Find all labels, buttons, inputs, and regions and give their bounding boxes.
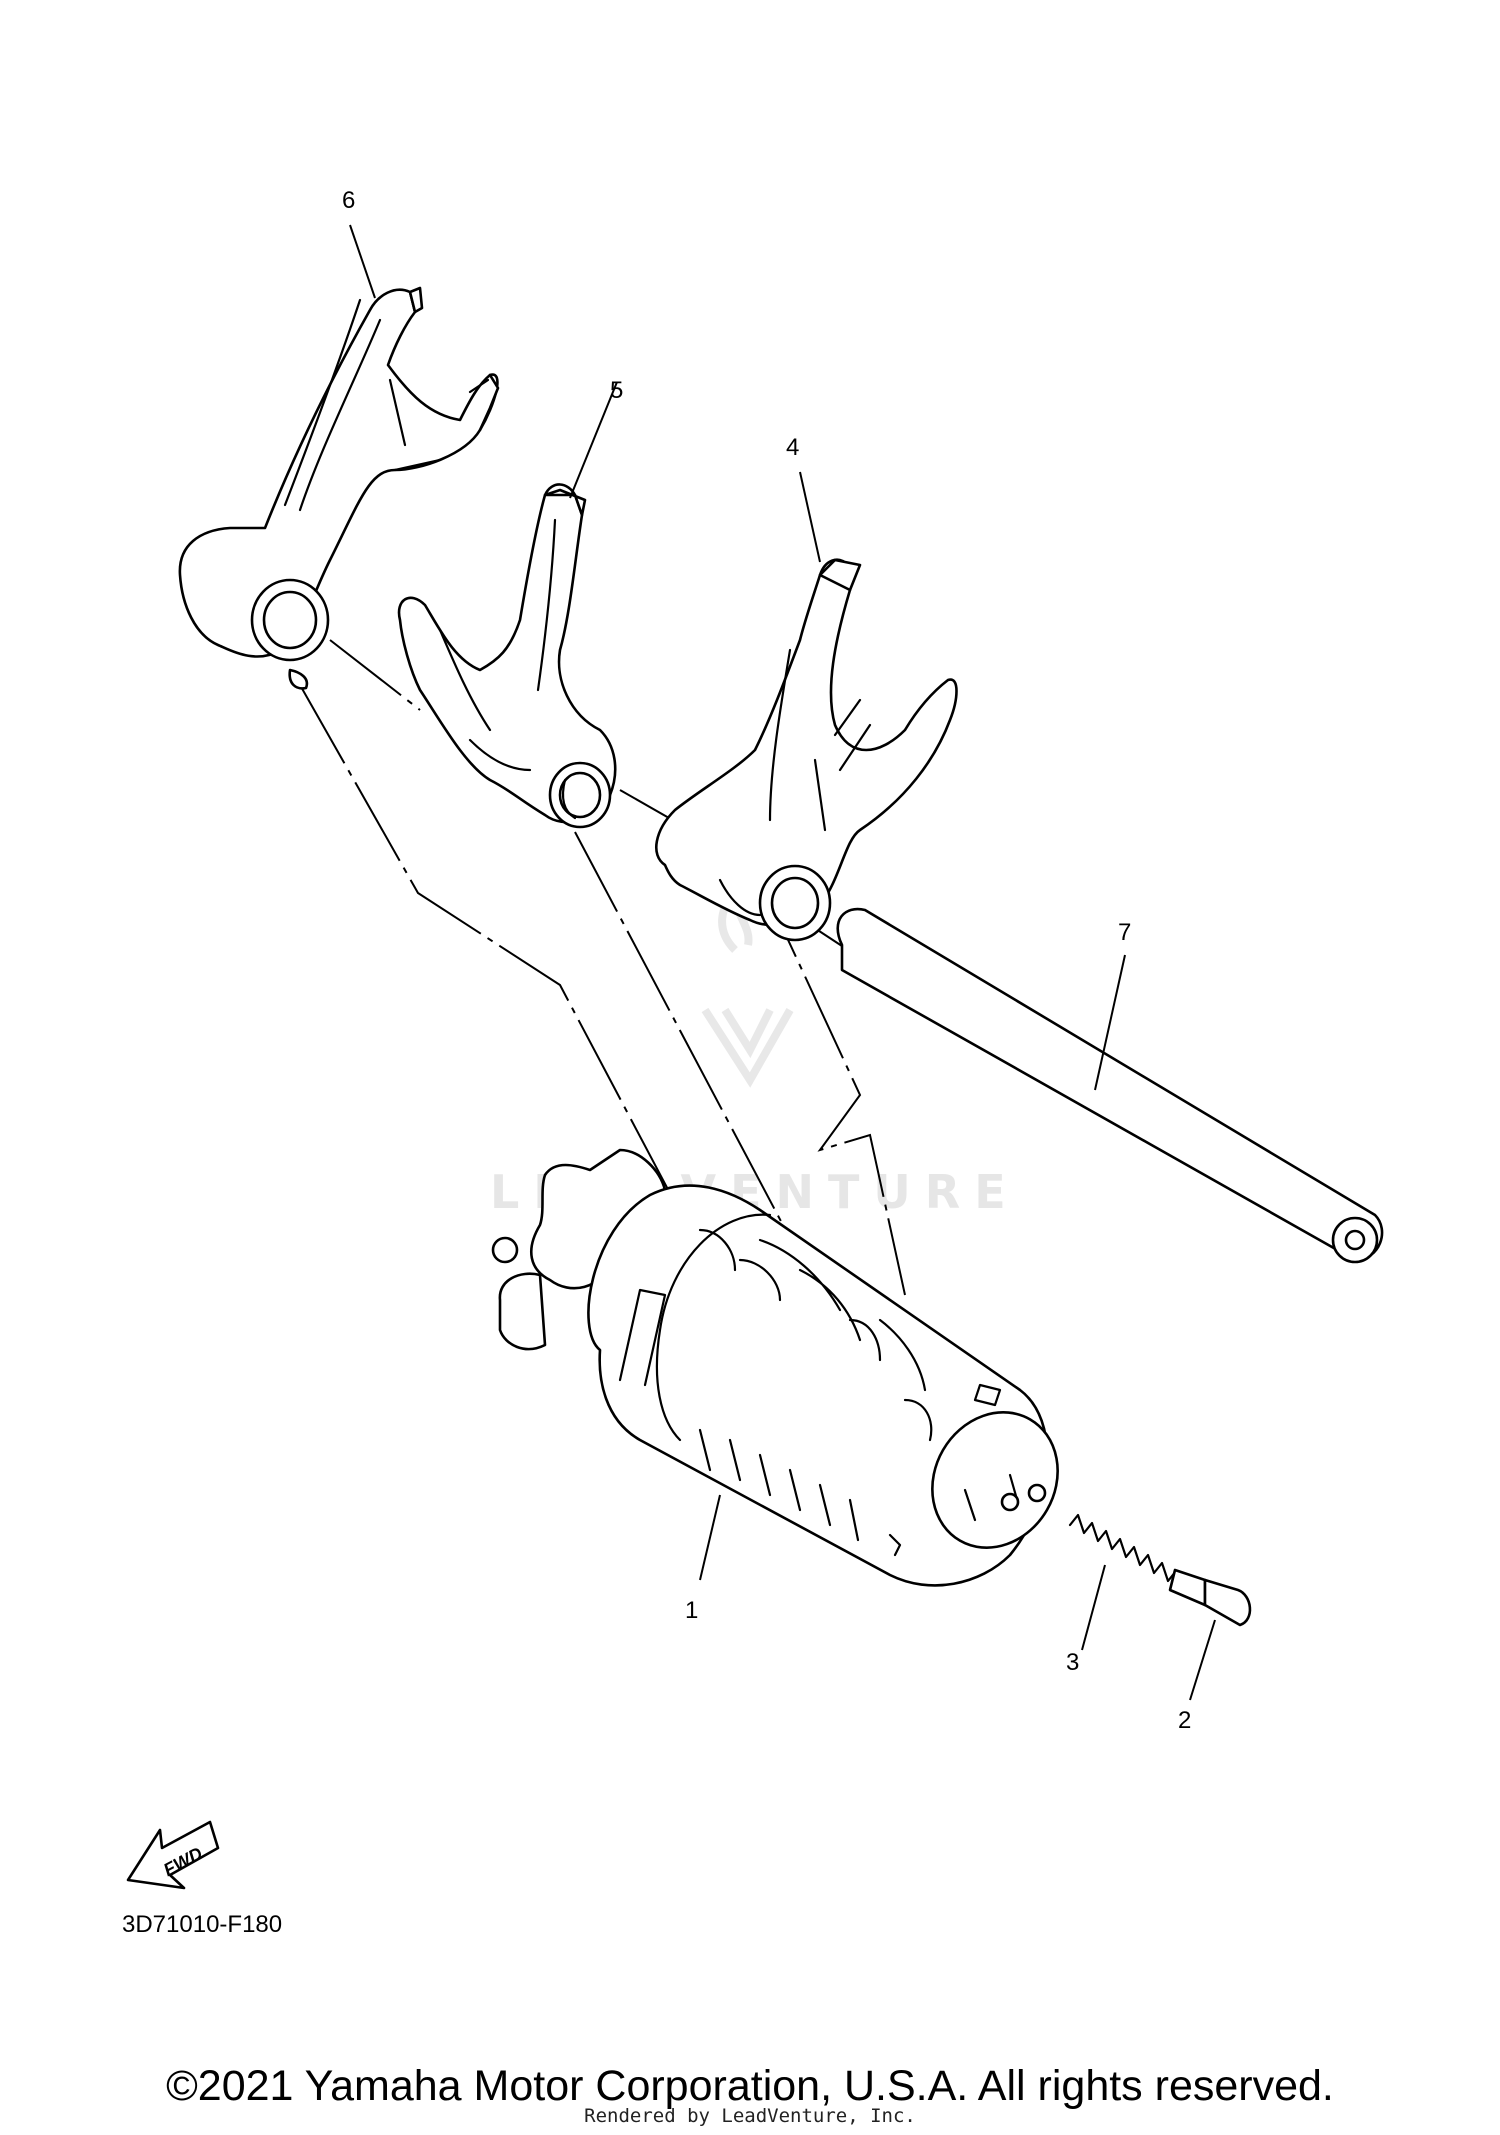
callout-2: 2: [1178, 1707, 1191, 1734]
callout-labels: 6 5 4 7 1 3 2: [342, 187, 1191, 1734]
shift-fork-6: [178, 286, 500, 690]
fwd-arrow: FWD: [126, 1820, 220, 1890]
callout-1: 1: [685, 1597, 698, 1624]
diagram-code: 3D71010-F180: [122, 1911, 282, 1938]
assembly-lines: [299, 639, 906, 1296]
shift-fork-5: [397, 483, 617, 829]
callout-6: 6: [342, 187, 355, 214]
callout-5: 5: [610, 377, 623, 404]
rendered-by-notice: Rendered by LeadVenture, Inc.: [584, 2105, 916, 2127]
shift-guide-bar-7: [836, 907, 1384, 1264]
callout-7: 7: [1118, 919, 1131, 946]
shift-drum-1: [491, 1148, 1059, 1587]
leader-lines: [349, 224, 1216, 1701]
copyright-notice: ©2021 Yamaha Motor Corporation, U.S.A. A…: [166, 2062, 1334, 2110]
callout-3: 3: [1066, 1649, 1079, 1676]
spring-3: [1068, 1513, 1178, 1583]
callout-4: 4: [786, 434, 799, 461]
shift-fork-4: [655, 558, 958, 942]
pin-2: [1168, 1568, 1252, 1627]
